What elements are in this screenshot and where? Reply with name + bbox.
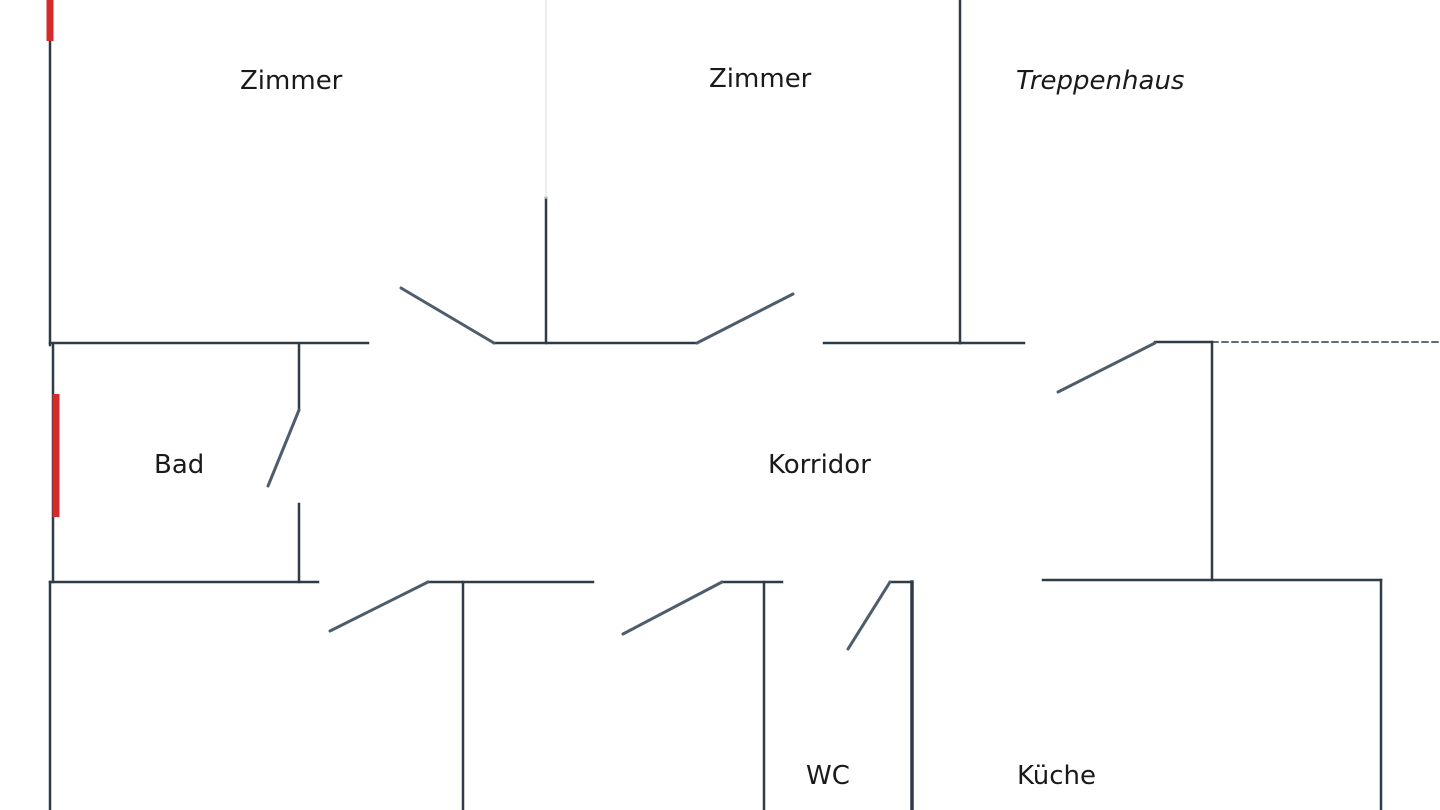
door-lower-room-2	[621, 580, 724, 636]
room-label-treppenhaus: Treppenhaus	[1016, 66, 1184, 96]
doors	[266, 286, 1157, 651]
door-zimmer-2	[695, 292, 795, 345]
door-treppenhaus	[1056, 341, 1157, 394]
door-lower-room-1	[328, 580, 430, 633]
walls	[48, 0, 1440, 810]
window-markers	[46, 0, 60, 517]
room-label-wc: WC	[806, 761, 850, 791]
room-labels: Zimmer Zimmer Treppenhaus Bad Korridor W…	[154, 64, 1184, 791]
door-zimmer-1	[399, 286, 496, 345]
room-label-bad: Bad	[154, 450, 204, 480]
room-label-korridor: Korridor	[768, 450, 871, 480]
room-label-zimmer-1: Zimmer	[240, 66, 343, 96]
room-label-kueche: Küche	[1017, 761, 1096, 791]
room-label-zimmer-2: Zimmer	[709, 64, 812, 94]
door-bad	[266, 408, 301, 488]
door-wc	[846, 580, 892, 651]
